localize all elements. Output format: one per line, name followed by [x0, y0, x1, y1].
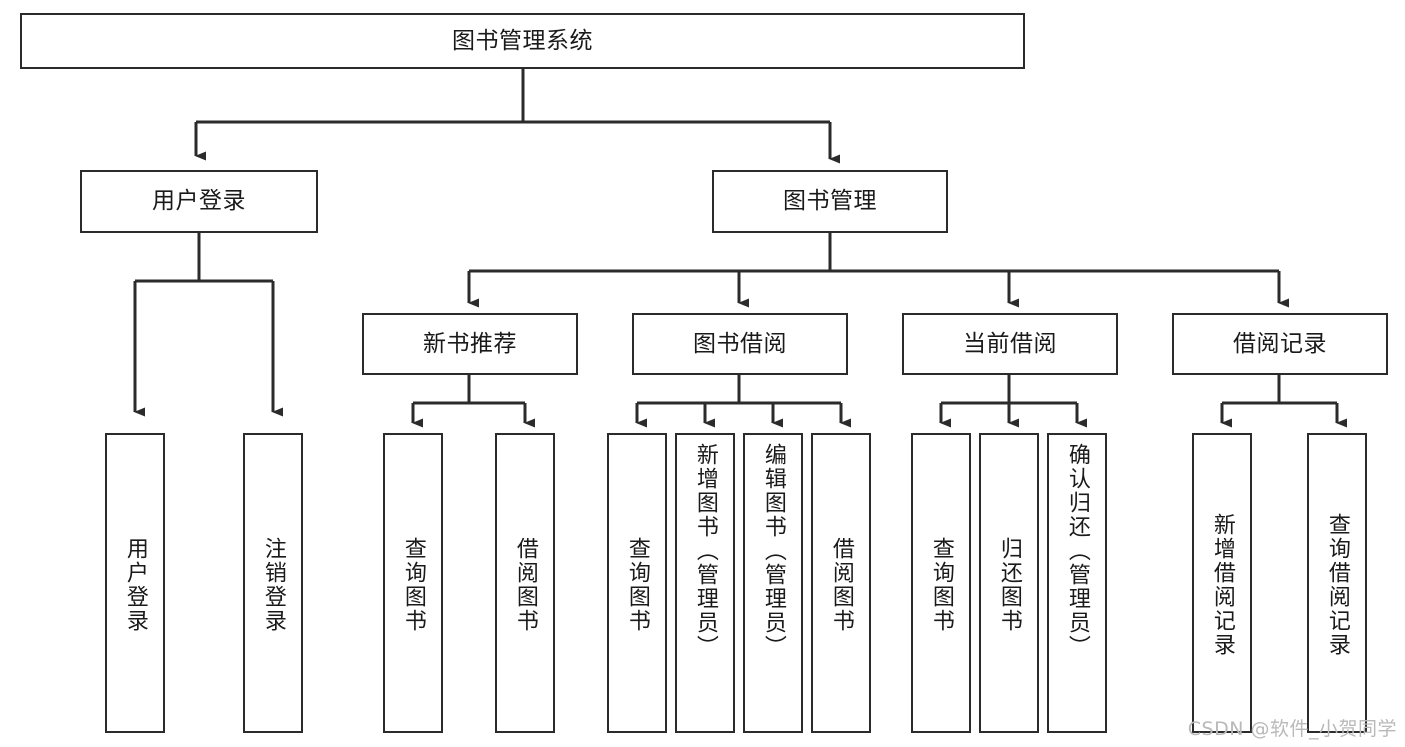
node-label: 查询图书: [400, 537, 426, 633]
node-borrow-record[interactable]: 借阅记录: [1172, 313, 1388, 375]
leaf-borrow-book-recommend[interactable]: 借阅图书: [495, 433, 555, 733]
node-label: 查询借阅记录: [1324, 513, 1350, 657]
node-label: 图书管理系统: [452, 27, 593, 54]
node-current-borrow[interactable]: 当前借阅: [902, 313, 1118, 375]
node-label: 用户登录: [122, 537, 148, 633]
node-user-login[interactable]: 用户登录: [80, 170, 318, 233]
node-label: 新增借阅记录: [1209, 513, 1235, 657]
leaf-confirm-return-admin[interactable]: 确认归还（管理员）: [1047, 433, 1107, 733]
node-label: 新书推荐: [423, 330, 517, 357]
node-label: 图书借阅: [693, 330, 787, 357]
leaf-borrow-book-borrow[interactable]: 借阅图书: [811, 433, 871, 733]
node-label: 确认归还（管理员）: [1064, 443, 1090, 659]
leaf-return-book[interactable]: 归还图书: [979, 433, 1039, 733]
leaf-edit-book-admin[interactable]: 编辑图书（管理员）: [743, 433, 803, 733]
leaf-user-login[interactable]: 用户登录: [105, 433, 165, 733]
leaf-query-book-current[interactable]: 查询图书: [911, 433, 971, 733]
node-label: 注销登录: [260, 537, 286, 633]
node-label: 编辑图书（管理员）: [760, 443, 786, 659]
leaf-query-book-recommend[interactable]: 查询图书: [383, 433, 443, 733]
node-label: 借阅图书: [512, 537, 538, 633]
node-label: 归还图书: [996, 537, 1022, 633]
csdn-watermark: CSDN @软件_小贺同学: [1187, 718, 1397, 740]
leaf-logout-login[interactable]: 注销登录: [243, 433, 303, 733]
node-label: 当前借阅: [963, 330, 1057, 357]
leaf-query-book-borrow[interactable]: 查询图书: [607, 433, 667, 733]
node-label: 查询图书: [624, 537, 650, 633]
node-label: 查询图书: [928, 537, 954, 633]
leaf-add-borrow-record[interactable]: 新增借阅记录: [1192, 433, 1252, 733]
node-book-management[interactable]: 图书管理: [712, 170, 948, 233]
leaf-add-book-admin[interactable]: 新增图书（管理员）: [675, 433, 735, 733]
node-label: 借阅图书: [828, 537, 854, 633]
node-root-book-management-system[interactable]: 图书管理系统: [20, 13, 1025, 69]
leaf-query-borrow-record[interactable]: 查询借阅记录: [1307, 433, 1367, 733]
node-new-book-recommend[interactable]: 新书推荐: [362, 313, 578, 375]
node-label: 用户登录: [152, 188, 246, 214]
node-book-borrow[interactable]: 图书借阅: [632, 313, 848, 375]
node-label: 借阅记录: [1233, 330, 1327, 357]
node-label: 图书管理: [783, 188, 877, 214]
node-label: 新增图书（管理员）: [692, 443, 718, 659]
